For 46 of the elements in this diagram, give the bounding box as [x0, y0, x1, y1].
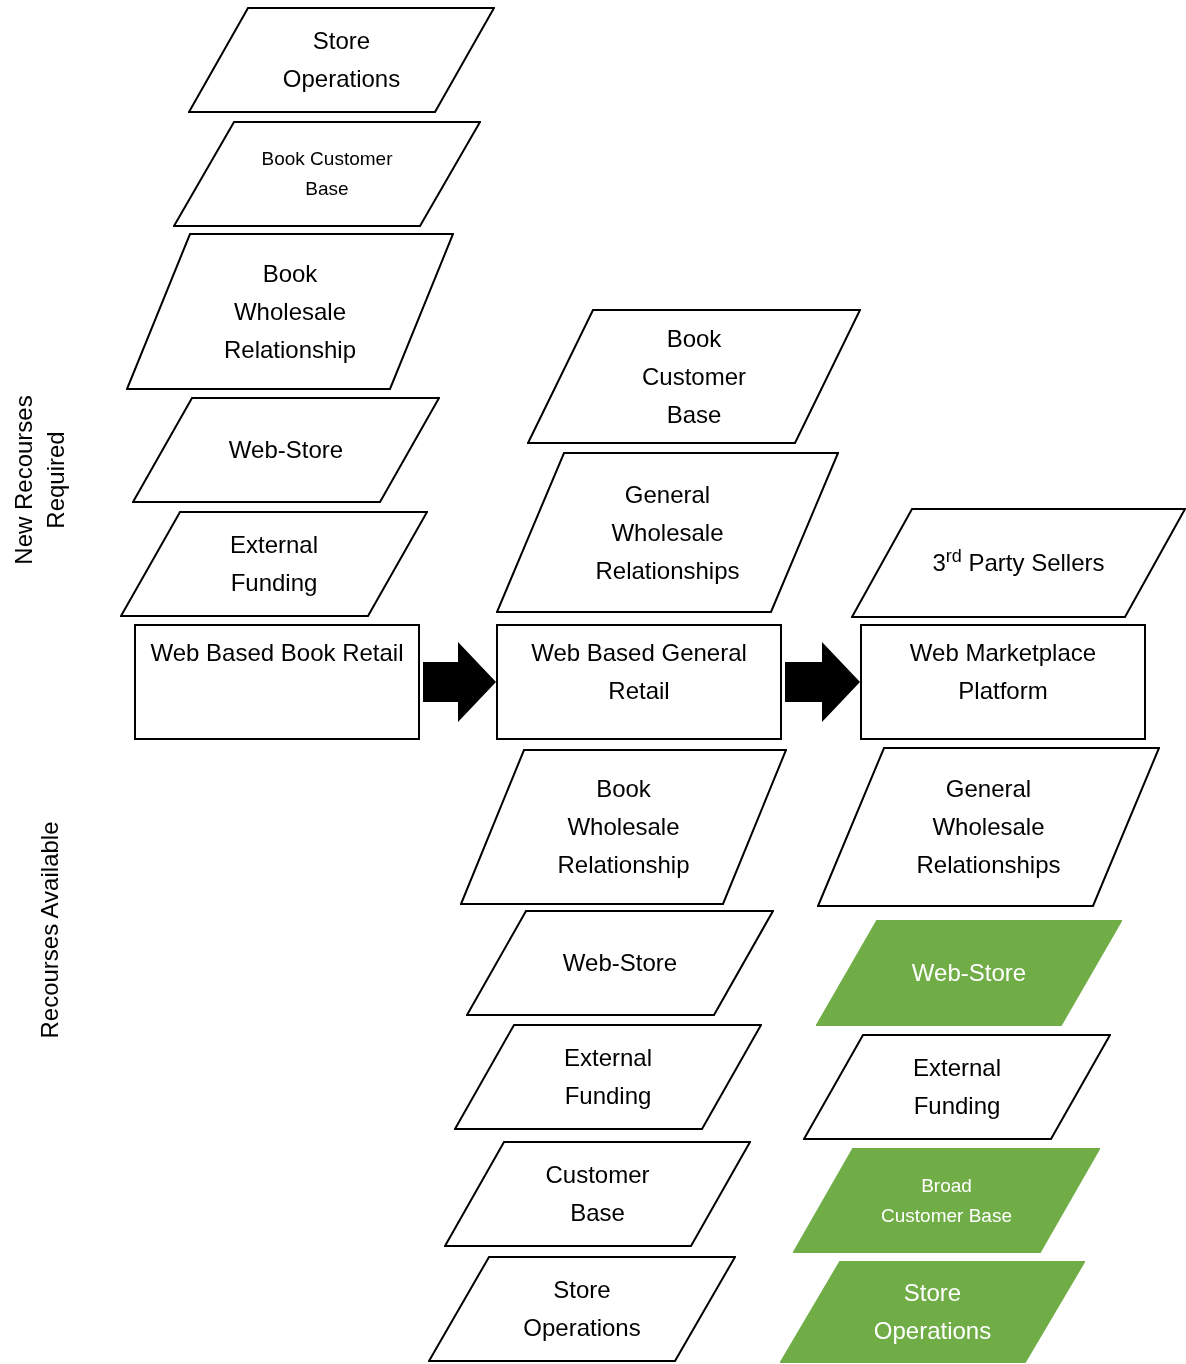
- data-parallelogram: [851, 508, 1186, 618]
- node-label: Web-Store: [911, 958, 1027, 988]
- node-label: Web Based Book Retail: [150, 638, 404, 668]
- node-label: Broad Customer Base: [880, 1173, 1013, 1228]
- process-box: [860, 624, 1146, 740]
- node-label: Web Marketplace Platform: [908, 638, 1098, 706]
- node-label: Web-Store: [562, 948, 678, 978]
- node-label: Book Customer Base: [641, 323, 747, 430]
- side-label: New Recourses Required: [9, 394, 70, 567]
- data-parallelogram: [780, 1261, 1085, 1363]
- data-parallelogram: [816, 920, 1122, 1026]
- data-parallelogram: [803, 1034, 1111, 1140]
- node-label: General Wholesale Relationships: [594, 479, 741, 586]
- data-parallelogram: [132, 397, 440, 503]
- node-label: Store Operations: [872, 1278, 993, 1346]
- data-parallelogram: [793, 1148, 1100, 1253]
- data-parallelogram: [428, 1256, 736, 1362]
- node-label: Web-Store: [228, 435, 344, 465]
- data-parallelogram: [496, 452, 839, 613]
- data-parallelogram: [817, 747, 1160, 907]
- block-arrow: [423, 642, 496, 722]
- data-parallelogram: [444, 1141, 751, 1247]
- data-parallelogram: [120, 511, 428, 617]
- data-parallelogram: [173, 121, 481, 227]
- node-label: Store Operations: [281, 26, 402, 94]
- side-label: Recourses Available: [35, 821, 64, 1039]
- node-label: Store Operations: [522, 1275, 642, 1343]
- node-label: Book Wholesale Relationship: [222, 258, 358, 365]
- node-label: External Funding: [228, 530, 319, 598]
- data-parallelogram: [460, 749, 787, 905]
- data-parallelogram: [527, 309, 861, 444]
- node-label: Book Wholesale Relationship: [556, 774, 691, 880]
- node-label: Book Customer Base: [260, 147, 394, 201]
- data-parallelogram: [188, 7, 495, 113]
- node-label: Customer Base: [544, 1160, 651, 1228]
- node-label: Web Based General Retail: [530, 638, 748, 706]
- data-parallelogram: [454, 1024, 762, 1130]
- data-parallelogram: [126, 233, 454, 390]
- data-parallelogram: [466, 910, 774, 1016]
- node-label: General Wholesale Relationships: [915, 774, 1062, 880]
- block-arrow: [785, 642, 860, 722]
- node-label: 3$^{rd}$ Party Sellers: [932, 545, 1105, 578]
- process-box: [134, 624, 420, 740]
- node-label: External Funding: [562, 1043, 653, 1111]
- node-label: External Funding: [911, 1053, 1002, 1121]
- process-box: [496, 624, 782, 740]
